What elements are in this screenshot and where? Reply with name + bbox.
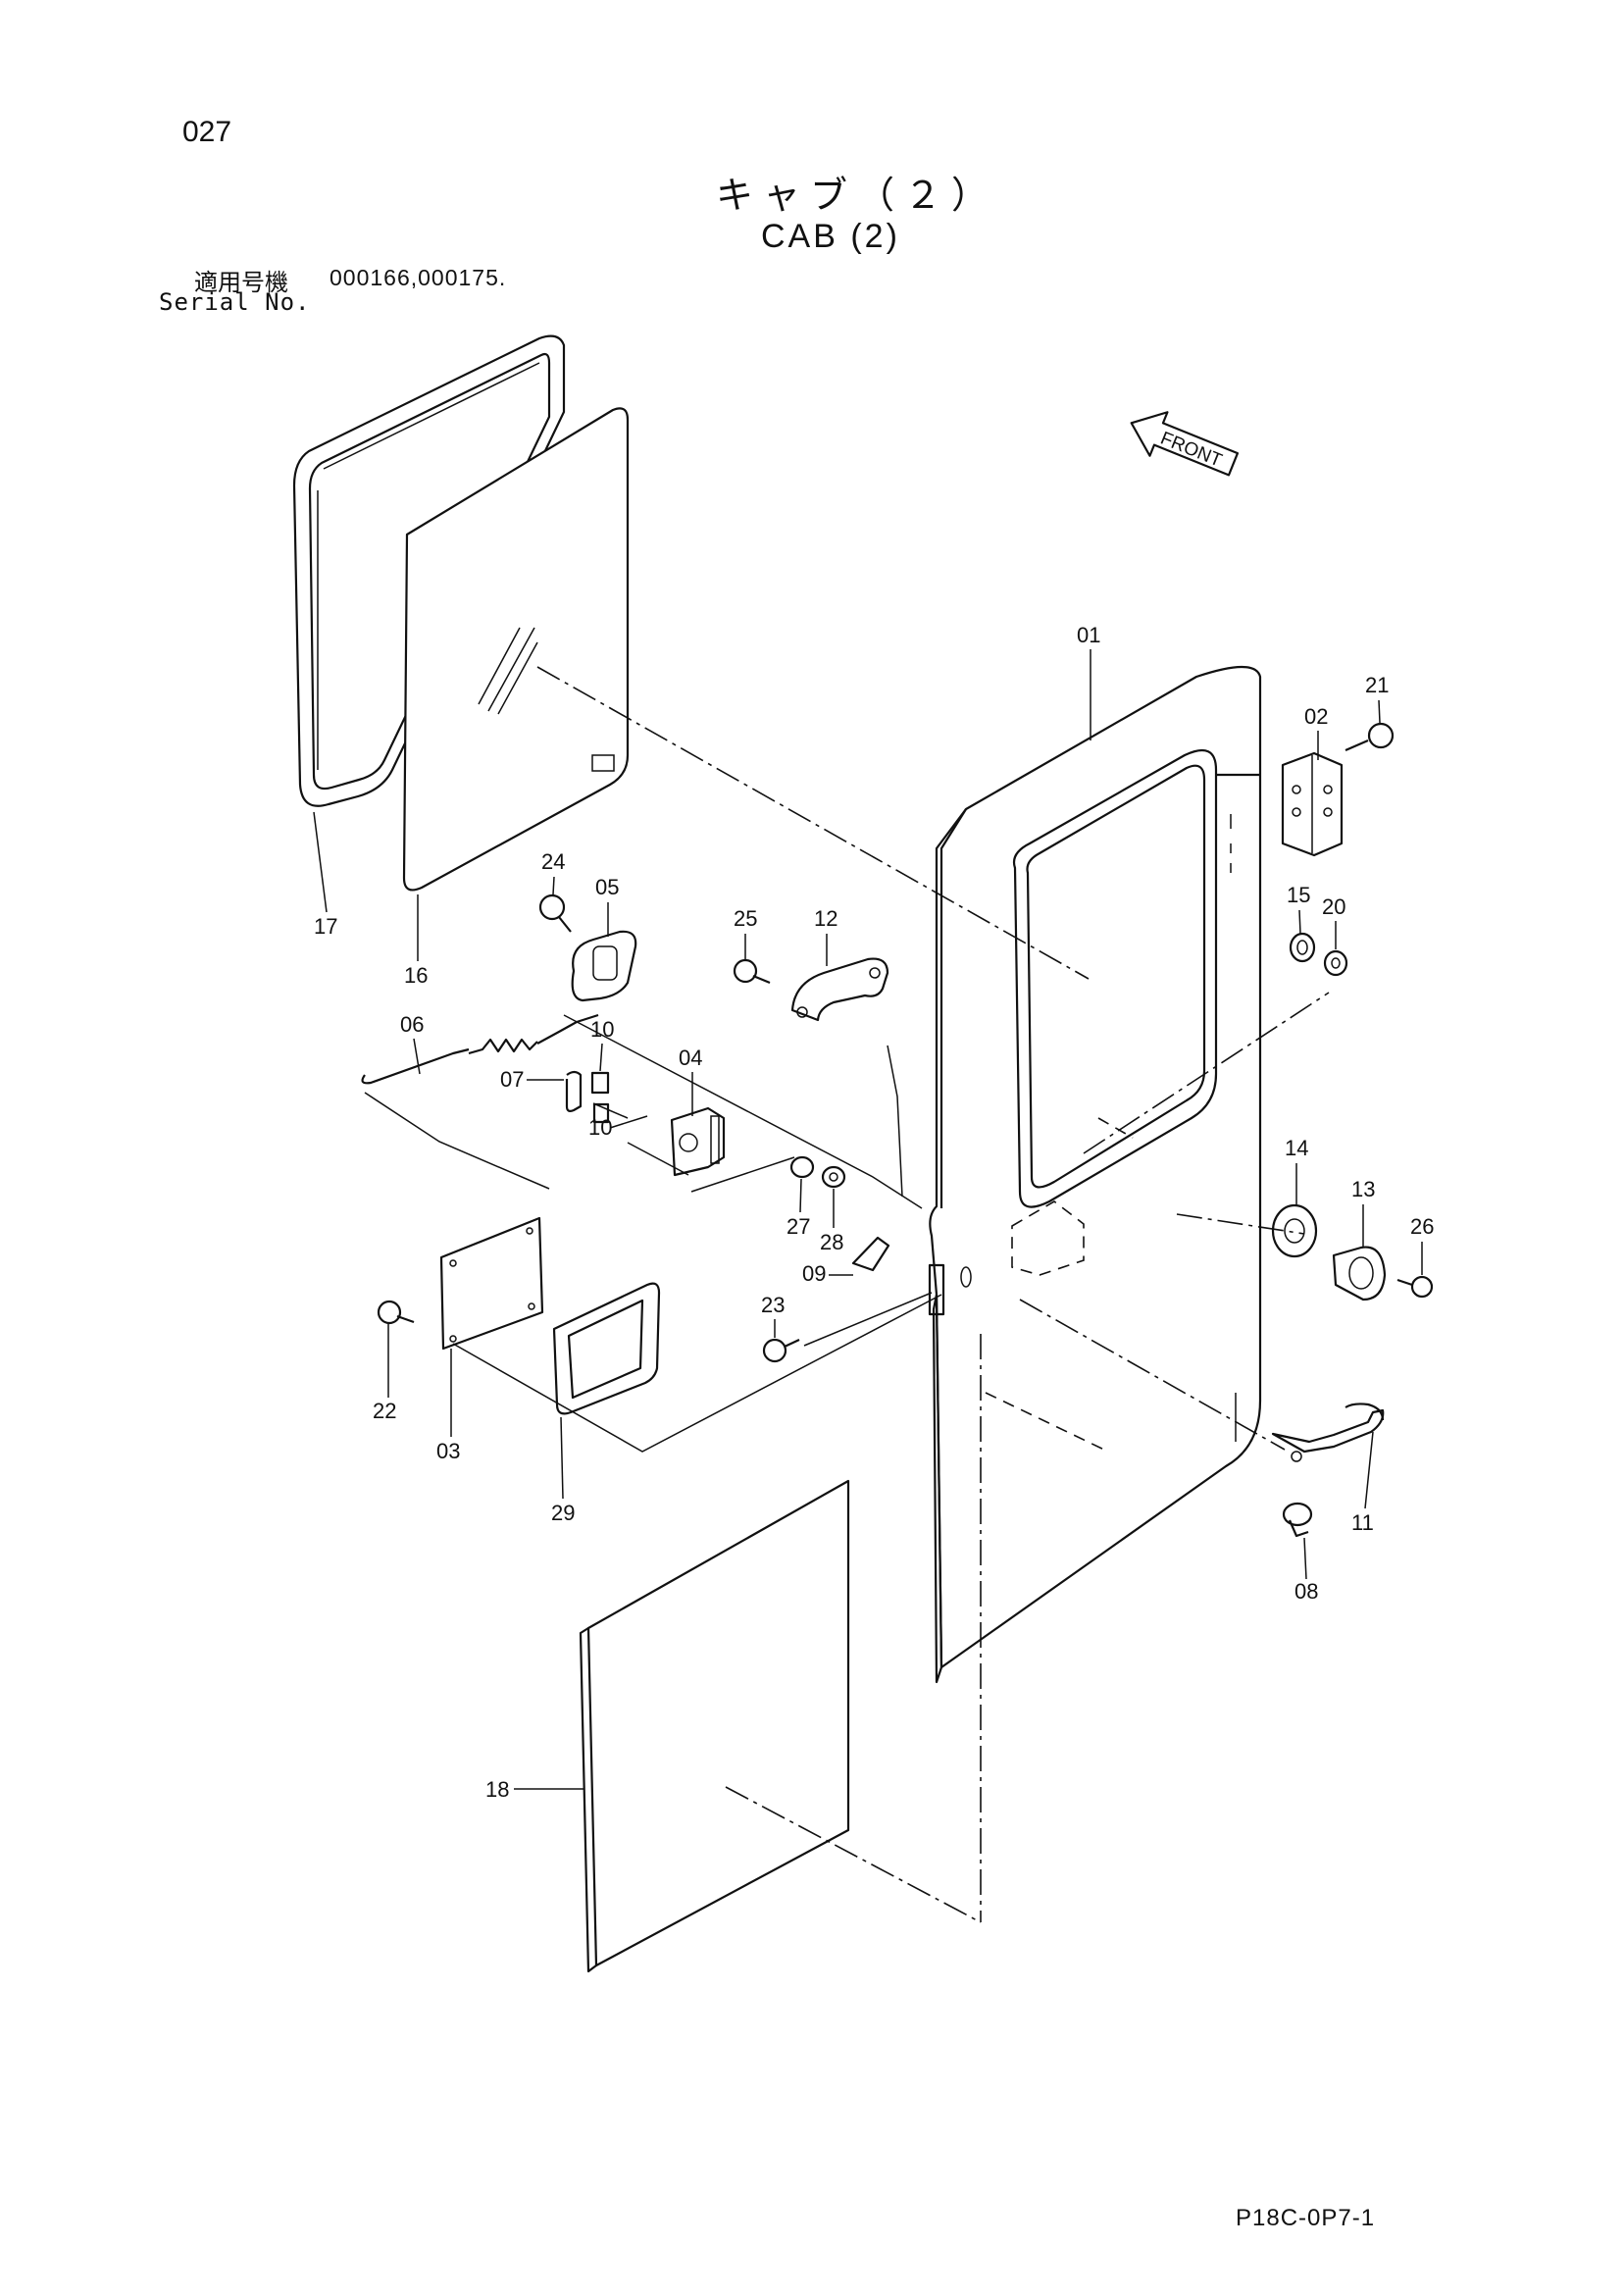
callout-01: 01 [1077,623,1100,740]
cover-plate-03 [439,1216,544,1351]
callout-02: 02 [1304,704,1328,760]
callout-05: 05 [595,875,619,937]
serial-label: Serial No. [159,288,311,316]
svg-text:12: 12 [814,906,837,931]
cap-14 [1271,1203,1318,1258]
lock-cylinder-08 [1282,1502,1313,1538]
callout-20: 20 [1322,894,1345,949]
front-arrow-icon: FRONT [1130,411,1240,477]
page-title-japanese: キャブ（２） [716,174,999,217]
page-title: CAB (2) [761,218,900,255]
page-number: 027 [182,116,232,148]
callout-08: 08 [1294,1537,1318,1604]
callout-25: 25 [734,906,757,959]
clip-10-upper [590,1071,610,1095]
callout-26: 26 [1410,1214,1434,1275]
svg-text:06: 06 [400,1012,424,1037]
callout-04: 04 [679,1046,702,1116]
callout-07: 07 [500,1067,564,1092]
part-callouts: 01 02 03 04 05 06 07 08 09 10 10 11 12 1… [313,623,1434,1802]
bolt-23 [762,1338,800,1363]
svg-text:07: 07 [500,1067,524,1092]
callout-27: 27 [787,1178,810,1239]
callout-10-lower: 10 [588,1115,648,1140]
svg-text:08: 08 [1294,1579,1318,1604]
trim-panel-18 [579,1479,850,1973]
callout-23: 23 [761,1293,785,1338]
washer-20 [1323,949,1348,977]
callout-29: 29 [551,1416,575,1525]
svg-text:15: 15 [1287,883,1310,907]
svg-text:17: 17 [314,914,337,939]
svg-text:28: 28 [820,1230,843,1254]
svg-text:16: 16 [404,963,428,988]
callout-03: 03 [436,1349,460,1463]
callout-13: 13 [1351,1177,1375,1248]
nut-27 [789,1155,815,1179]
svg-text:22: 22 [373,1399,396,1423]
callout-22: 22 [373,1324,396,1423]
striker-05 [571,930,637,1002]
callout-18: 18 [485,1777,584,1802]
serial-numbers: 000166,000175. [330,265,507,290]
svg-text:13: 13 [1351,1177,1375,1201]
callout-09: 09 [802,1261,853,1286]
door-frame-01 [928,666,1262,1684]
bolt-21 [1345,722,1395,752]
svg-text:26: 26 [1410,1214,1434,1239]
svg-text:01: 01 [1077,623,1100,647]
svg-text:25: 25 [734,906,757,931]
svg-text:10: 10 [590,1017,614,1042]
svg-text:02: 02 [1304,704,1328,729]
serial-label-japanese: 適用号機 [194,269,288,296]
svg-text:04: 04 [679,1046,702,1070]
washer-28 [821,1165,846,1189]
svg-text:05: 05 [595,875,619,899]
svg-text:09: 09 [802,1261,826,1286]
bolt-22 [377,1300,415,1325]
screw-26 [1396,1275,1434,1299]
nut-15 [1289,932,1316,963]
outer-handle-11 [1271,1403,1385,1462]
rod-07 [565,1070,583,1112]
svg-text:21: 21 [1365,673,1389,697]
svg-text:18: 18 [485,1777,509,1802]
window-glass-16 [402,407,630,892]
assembly-guide-lines [364,666,1330,1923]
callout-17: 17 [313,811,337,939]
svg-text:23: 23 [761,1293,785,1317]
svg-text:29: 29 [551,1501,575,1525]
callout-15: 15 [1287,883,1310,935]
plate-09 [851,1236,890,1272]
callout-12: 12 [814,906,837,966]
hinge-02 [1281,751,1344,857]
svg-text:03: 03 [436,1439,460,1463]
callout-10-upper: 10 [590,1017,614,1072]
callout-16: 16 [404,894,428,988]
svg-text:27: 27 [787,1214,810,1239]
knob-13 [1332,1246,1387,1301]
callout-06: 06 [400,1012,424,1075]
svg-text:20: 20 [1322,894,1345,919]
callout-24: 24 [541,849,565,895]
cable-06 [361,1013,599,1085]
svg-text:10: 10 [588,1115,612,1140]
callout-14: 14 [1285,1136,1308,1204]
svg-text:14: 14 [1285,1136,1308,1160]
svg-text:11: 11 [1351,1510,1374,1535]
seal-29 [552,1282,661,1415]
callout-11: 11 [1351,1431,1374,1535]
callout-28: 28 [820,1189,843,1254]
callout-21: 21 [1365,673,1389,724]
door-lock-04 [670,1106,726,1177]
svg-text:24: 24 [541,849,565,874]
bolt-24 [538,893,572,933]
document-code: P18C-0P7-1 [1236,2205,1376,2231]
bolt-25 [733,958,771,985]
grip-handle-12 [790,957,889,1022]
